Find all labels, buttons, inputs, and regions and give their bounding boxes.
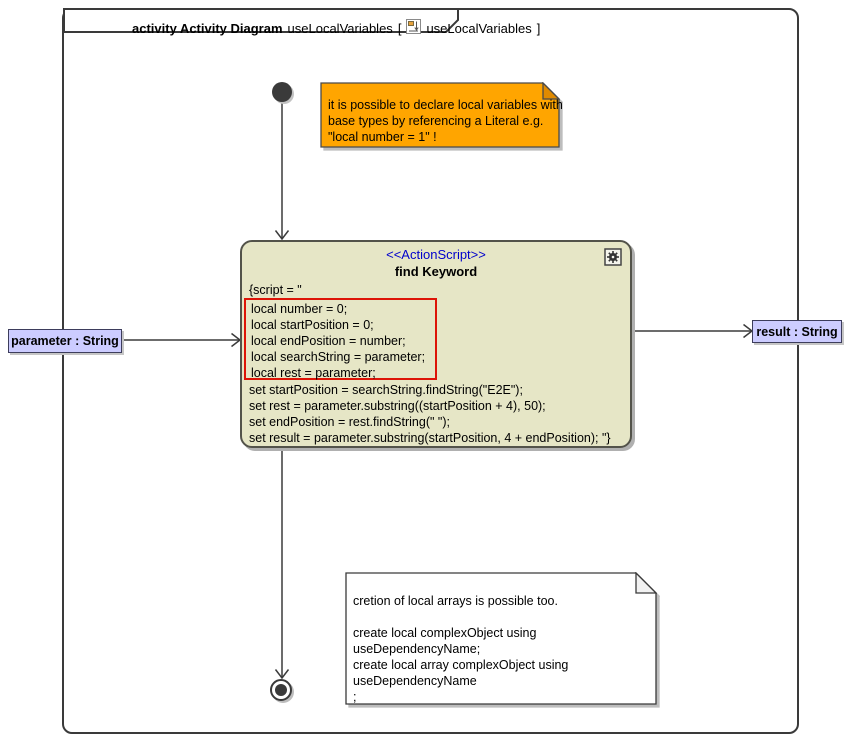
note-text-line: create local complexObject using [353,626,537,640]
script-local-line: local number = 0; [251,302,348,316]
script-set-line: set result = parameter.substring(startPo… [249,431,611,445]
script-local-line: local searchString = parameter; [251,350,426,364]
note-text-line: useDependencyName [353,674,477,688]
note-text-line: create local array complexObject using [353,658,569,672]
frame-bracket-open: [ [397,20,402,36]
note-text-line: it is possible to declare local variable… [328,98,563,112]
local-declarations-highlight-box: local number = 0; local startPosition = … [244,298,437,380]
frame-name: useLocalVariables [287,20,393,36]
frame-tab-shape [63,8,459,33]
initial-node[interactable] [272,82,292,102]
action-stereotype: <<ActionScript>> [386,247,486,262]
script-local-line: local endPosition = number; [251,334,406,348]
input-pin-label: parameter : String [11,334,119,348]
activity-diagram-icon [406,19,422,37]
note-local-arrays[interactable]: cretion of local arrays is possible too.… [345,572,657,705]
edge-action-to-final[interactable] [274,448,290,680]
script-local-line: local rest = parameter; [251,366,376,380]
note-local-variables[interactable]: it is possible to declare local variable… [320,82,563,148]
output-pin-label: result : String [756,324,838,339]
frame-diagram-ref: useLocalVariables [426,20,532,36]
action-find-keyword[interactable]: <<ActionScript>> find Keyword {script = … [240,240,632,448]
script-set-line: set endPosition = rest.findString(" "); [249,415,450,429]
script-set-line: set startPosition = searchString.findStr… [249,383,523,397]
note-shape [345,572,657,705]
note-shape [320,82,560,148]
note-text-line: "local number = 1" ! [328,130,437,144]
edge-parameter-to-action[interactable] [123,332,242,348]
frame-kind-label: activity Activity Diagram [132,20,283,36]
script-local-line: local startPosition = 0; [251,318,374,332]
note-text-line: useDependencyName; [353,642,481,656]
activity-final-node[interactable] [270,679,292,701]
frame-title-tab[interactable]: activity Activity Diagram useLocalVariab… [62,8,540,36]
script-set-line: set rest = parameter.substring((startPos… [249,399,546,413]
edge-action-to-result[interactable] [632,323,754,339]
script-open-text: {script = " [249,283,302,297]
frame-bracket-close: ] [536,20,541,36]
input-pin-parameter[interactable]: parameter : String [8,329,122,353]
note-text-line: base types by referencing a Literal e.g. [328,114,544,128]
note-text-line: ; [353,690,357,704]
note-text-line [353,609,639,625]
edge-initial-to-action[interactable] [274,101,290,241]
note-text-line: cretion of local arrays is possible too. [353,594,558,608]
final-node-inner-dot [275,684,287,696]
action-name: find Keyword [394,264,478,279]
behavior-gear-icon [604,248,622,266]
output-pin-result[interactable]: result : String [752,320,842,343]
